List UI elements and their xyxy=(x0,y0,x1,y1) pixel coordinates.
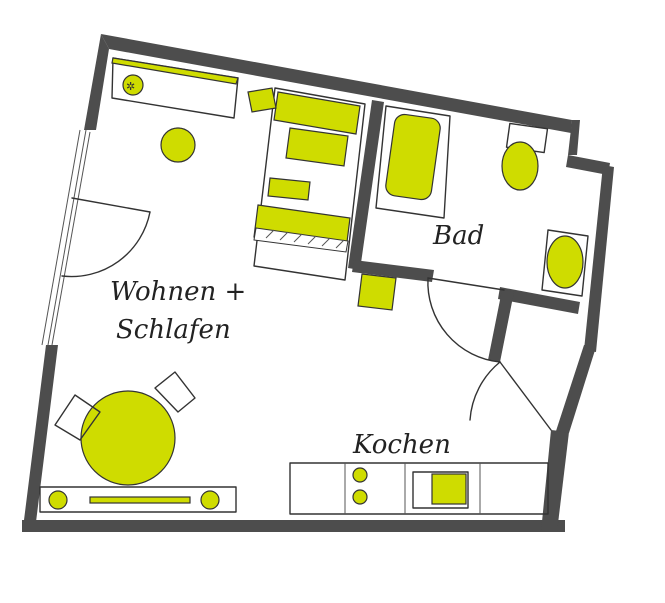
toilet xyxy=(501,122,549,191)
sideboard xyxy=(39,486,237,513)
small-cabinet xyxy=(357,273,397,311)
bath-label: Bad xyxy=(432,221,484,251)
kitchen-label: Kochen xyxy=(352,430,451,460)
left-window xyxy=(41,129,91,346)
washbasin xyxy=(541,229,589,297)
kitchen-door xyxy=(469,361,552,431)
dining-table xyxy=(54,371,196,486)
pouf xyxy=(160,127,196,163)
bath-door xyxy=(427,277,505,363)
wardrobe-counter: ✲ xyxy=(111,57,239,119)
svg-text:✲: ✲ xyxy=(126,80,135,93)
bathtub xyxy=(375,105,451,219)
living-room-label-line1: Wohnen + xyxy=(110,277,246,307)
living-room-label-line2: Schlafen xyxy=(116,315,231,345)
entry-door xyxy=(61,197,151,278)
bed xyxy=(247,87,366,281)
kitchen-counter xyxy=(289,462,549,515)
interior-walls xyxy=(348,100,580,362)
